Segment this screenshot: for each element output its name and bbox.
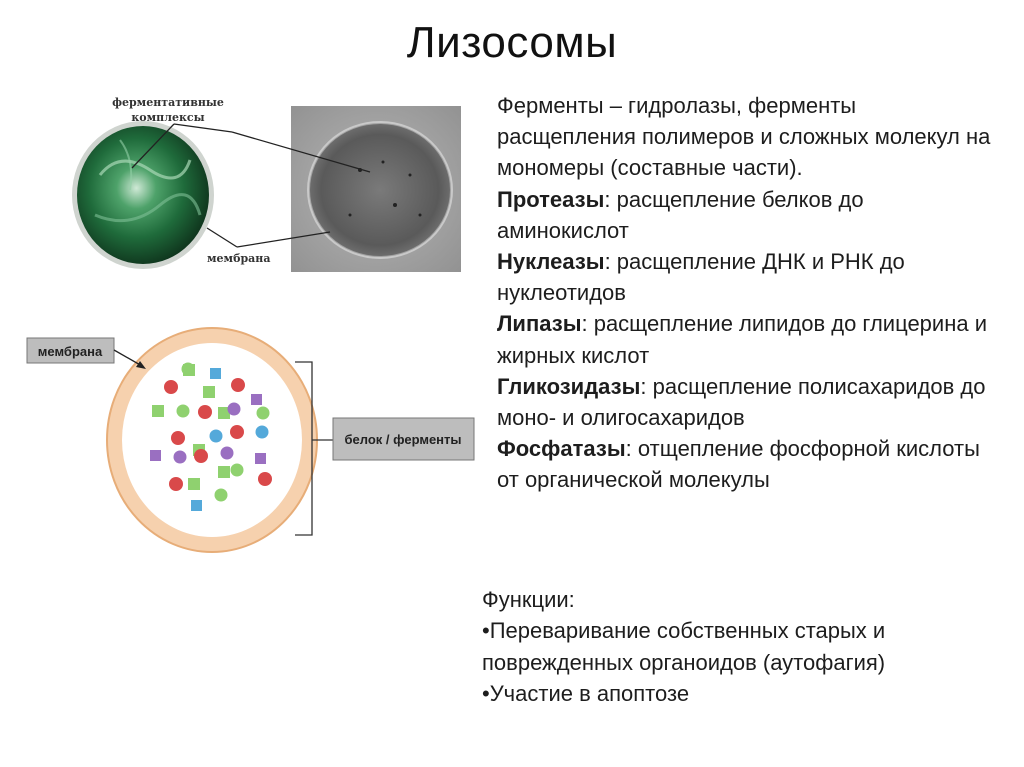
label-membrane-top: мембрана — [207, 252, 270, 265]
pointer-line — [173, 123, 233, 133]
green-ball — [256, 406, 270, 420]
purple-ball — [220, 446, 234, 460]
blue-ball — [209, 429, 223, 443]
green-lysosome — [72, 121, 214, 269]
blue-ball — [255, 425, 269, 439]
blue-square — [210, 368, 221, 379]
blue-square — [191, 500, 202, 511]
red-ball — [230, 425, 244, 439]
label-enzymes-line2: комплексы — [131, 111, 204, 124]
enzyme-desc: : расщепление ДНК и РНК до нуклеотидов — [497, 249, 905, 306]
red-ball — [258, 472, 272, 486]
green-ball — [181, 362, 195, 376]
purple-square — [251, 394, 262, 405]
purple-square — [255, 453, 266, 464]
purple-ball — [227, 402, 241, 416]
label-membrane-bottom: мембрана — [38, 344, 103, 359]
enzyme-name: Протеазы — [497, 186, 605, 212]
red-ball — [169, 477, 183, 491]
enzyme-item: Фосфатазы: отщепление фосфорной кислоты … — [497, 433, 997, 495]
red-ball — [231, 378, 245, 392]
enzyme-desc: : расщепление полисахаридов до моно- и о… — [497, 373, 986, 431]
enzyme-name: Нуклеазы — [497, 249, 605, 275]
enzyme-name: Фосфатазы — [497, 436, 626, 462]
label-protein-enzymes: белок / ферменты — [345, 432, 462, 447]
red-ball — [194, 449, 208, 463]
pointer-line — [231, 131, 371, 173]
green-square — [218, 466, 230, 478]
function-item: •Переваривание собственных старых и повр… — [482, 618, 886, 675]
green-ball — [230, 463, 244, 477]
purple-square — [150, 450, 161, 461]
enzyme-desc: : расщепление белков до аминокислот — [497, 186, 864, 243]
enzyme-desc: : расщепление липидов до глицерина и жир… — [497, 311, 987, 368]
protein-label-box: белок / ферменты — [295, 361, 475, 536]
enzyme-item: Липазы: расщепление липидов до глицерина… — [497, 308, 997, 370]
pointer-line — [206, 227, 238, 248]
enzyme-description: Ферменты – гидролазы, ферменты расщеплен… — [497, 90, 997, 496]
functions-block: Функции: •Переваривание собственных стар… — [482, 584, 1012, 710]
pointer-line — [131, 123, 175, 169]
enzyme-item: Протеазы: расщепление белков до аминокис… — [497, 184, 997, 246]
membrane-label-box: мембрана — [26, 337, 146, 369]
enzyme-name: Гликозидазы — [497, 373, 641, 399]
green-ball — [176, 404, 190, 418]
enzyme-desc: : отщепление фосфорной кислоты от органи… — [497, 436, 980, 493]
green-square — [188, 478, 200, 490]
red-ball — [164, 380, 178, 394]
intro-text: Ферменты – гидролазы, ферменты расщеплен… — [497, 93, 991, 181]
enzyme-name: Липазы — [497, 311, 582, 337]
green-square — [152, 405, 164, 417]
green-square — [203, 386, 215, 398]
particles — [150, 362, 272, 511]
enzyme-item: Гликозидазы: расщепление полисахаридов д… — [497, 371, 997, 433]
enzyme-item: Нуклеазы: расщепление ДНК и РНК до нукле… — [497, 246, 997, 308]
green-ball — [214, 488, 228, 502]
slide-title: Лизосомы — [406, 18, 618, 67]
red-ball — [171, 431, 185, 445]
functions-heading: Функции: — [482, 587, 575, 612]
label-enzymes-line1: ферментативные — [112, 96, 224, 109]
red-ball — [198, 405, 212, 419]
function-item: •Участие в апоптозе — [482, 681, 690, 707]
pointer-line — [236, 231, 331, 248]
purple-ball — [173, 450, 187, 464]
lysosome-figures: ферментативные комплексы мембрана мембра… — [26, 96, 475, 553]
electron-micrograph — [291, 106, 461, 272]
green-square — [218, 407, 230, 419]
